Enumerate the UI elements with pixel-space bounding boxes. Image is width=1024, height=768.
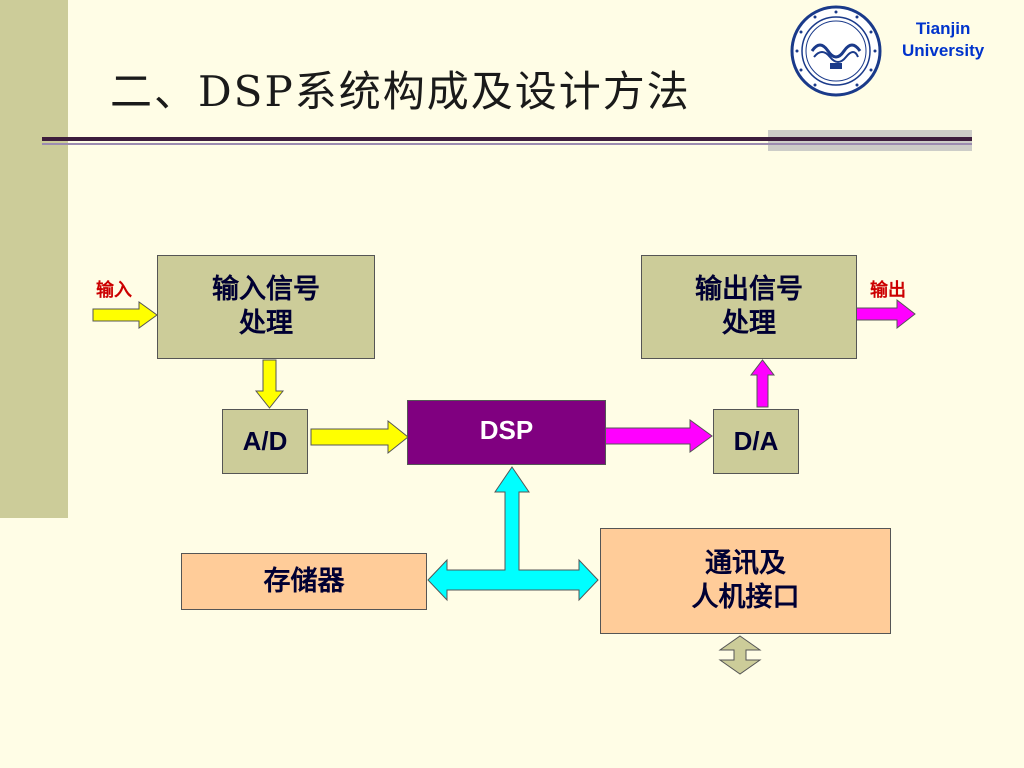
output-arrow bbox=[851, 298, 916, 330]
output-processing-box: 输出信号 处理 bbox=[641, 255, 857, 359]
university-seal-icon bbox=[790, 5, 882, 97]
ad-to-dsp-arrow bbox=[310, 419, 409, 455]
input-processing-line1: 输入信号 bbox=[212, 274, 320, 305]
university-name-line1: Tianjin bbox=[915, 19, 971, 38]
title-rule-thin bbox=[42, 143, 972, 145]
dsp-to-da-arrow bbox=[603, 419, 713, 453]
output-processing-line1: 输出信号 bbox=[695, 274, 803, 305]
interface-line2: 人机接口 bbox=[691, 582, 800, 613]
page-title: 二、DSP系统构成及设计方法 bbox=[110, 67, 691, 116]
interface-line1: 通讯及 bbox=[705, 548, 786, 579]
input-label: 输入 bbox=[96, 280, 132, 301]
ad-converter-box: A/D bbox=[222, 409, 308, 474]
input-processing-line2: 处理 bbox=[239, 308, 293, 339]
input-processing-box: 输入信号 处理 bbox=[157, 255, 375, 359]
da-converter-box: D/A bbox=[713, 409, 799, 474]
da-to-processing-arrow bbox=[749, 359, 776, 408]
data-bus-arrow bbox=[427, 466, 599, 602]
interface-box: 通讯及 人机接口 bbox=[600, 528, 891, 634]
interface-io-arrow bbox=[718, 635, 762, 675]
university-name: Tianjin University bbox=[902, 18, 984, 62]
left-accent-bar bbox=[0, 0, 68, 518]
output-label: 输出 bbox=[870, 280, 906, 301]
input-arrow bbox=[92, 301, 158, 329]
dsp-box: DSP bbox=[407, 400, 606, 465]
university-name-line2: University bbox=[902, 41, 985, 60]
processing-to-ad-arrow bbox=[254, 359, 285, 409]
memory-box: 存储器 bbox=[181, 553, 427, 610]
output-processing-line2: 处理 bbox=[722, 308, 776, 339]
title-rule bbox=[42, 137, 972, 141]
